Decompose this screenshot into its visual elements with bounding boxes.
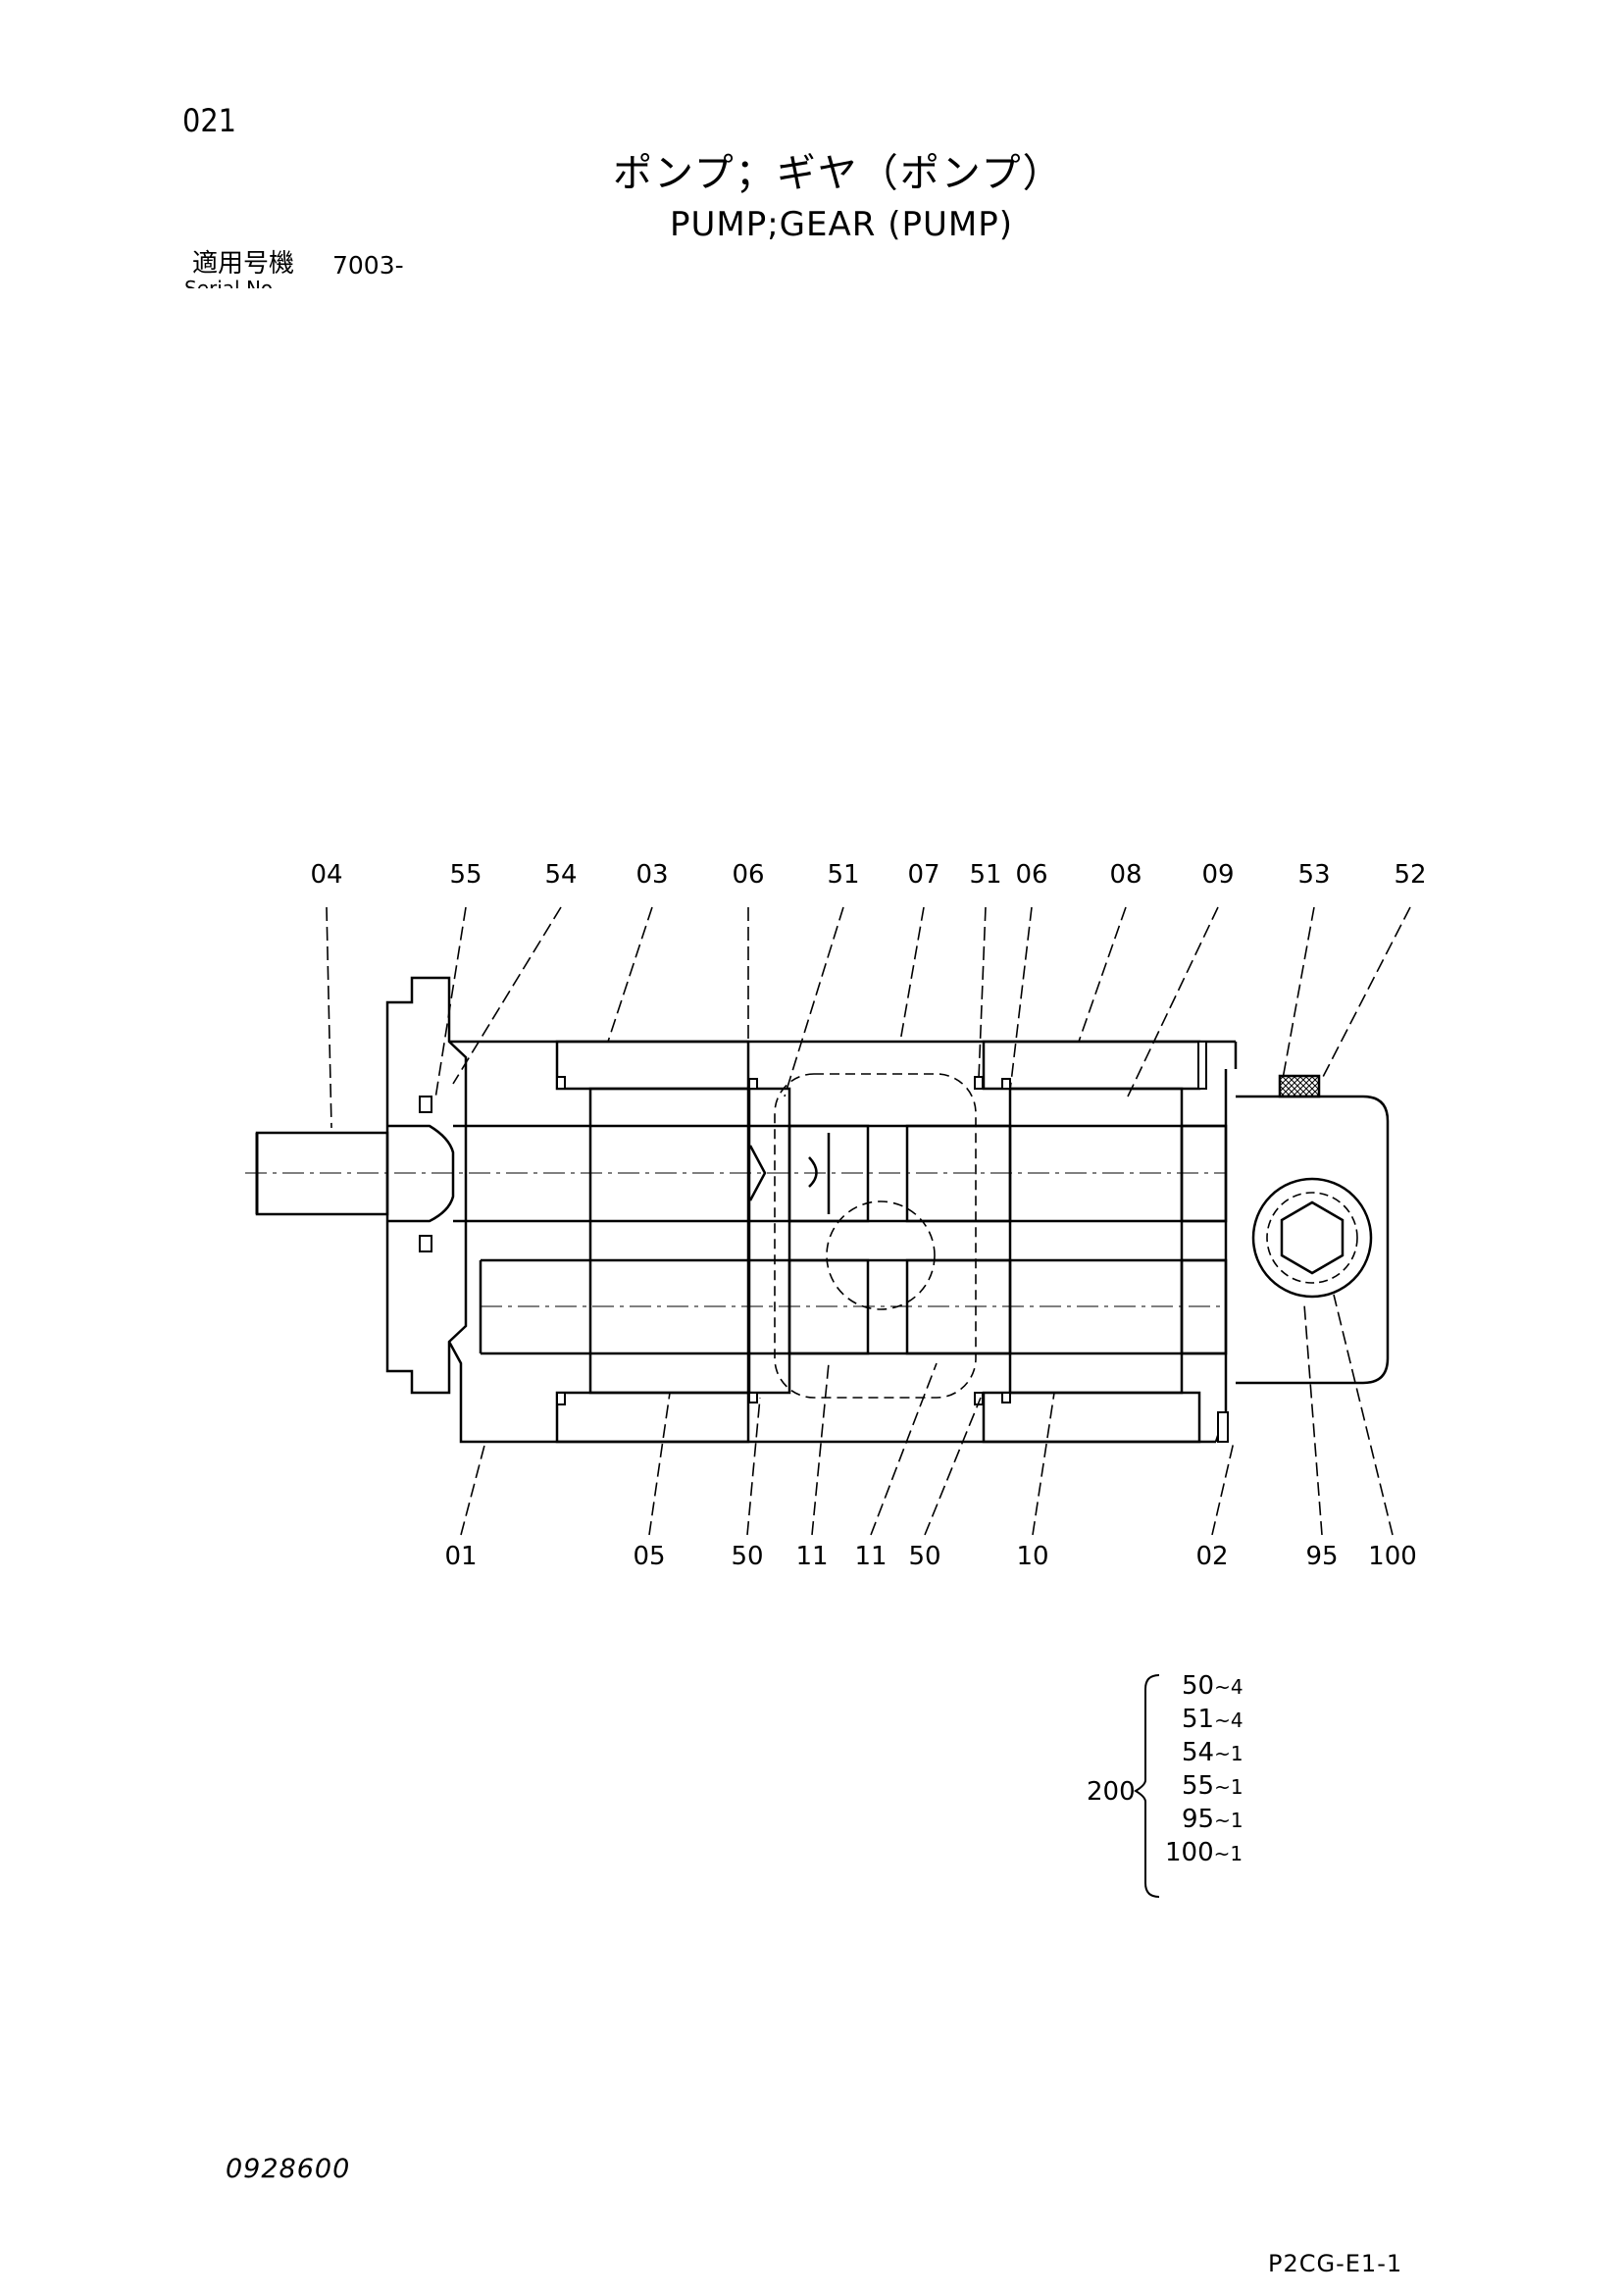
title-japanese: ポンプ；ギヤ（ポンプ） — [613, 151, 1064, 196]
kit-item: 50~4 — [1182, 1673, 1243, 1699]
pump-body — [385, 976, 1390, 1444]
callout-bottom: 50 — [908, 1542, 940, 1571]
leader-line — [460, 1441, 486, 1536]
kit-item-part: 95 — [1182, 1805, 1215, 1834]
kit-item-quantity: ~1 — [1213, 1842, 1243, 1865]
leader-line — [1127, 906, 1219, 1097]
document-number: 0928600 — [226, 2154, 351, 2184]
leader-line — [811, 1362, 830, 1536]
callout-bottom: 10 — [1016, 1542, 1048, 1571]
callout-bottom: 01 — [444, 1542, 477, 1571]
kit-item-quantity: ~4 — [1214, 1709, 1243, 1732]
page-code: P2CG-E1-1 — [1268, 2250, 1403, 2277]
leader-line — [784, 906, 844, 1097]
relief-plug — [1251, 1074, 1373, 1299]
leader-line — [1211, 1441, 1235, 1536]
serial-sub-label: Serial No. — [184, 280, 312, 288]
title-english: PUMP;GEAR (PUMP) — [670, 205, 1013, 244]
housing-sections — [555, 1040, 1228, 1444]
callout-top: 06 — [732, 860, 764, 890]
leader-line — [1333, 1294, 1394, 1536]
kit-item-quantity: ~4 — [1214, 1675, 1243, 1699]
leader-line — [607, 906, 653, 1043]
callout-bottom: 100 — [1368, 1542, 1417, 1571]
kit-item: 54~1 — [1182, 1740, 1243, 1765]
callout-bottom: 95 — [1305, 1542, 1338, 1571]
callout-bottom: 02 — [1195, 1542, 1228, 1571]
leader-line — [746, 1397, 761, 1536]
leader-line — [924, 1397, 982, 1536]
callout-bottom: 11 — [795, 1542, 828, 1571]
callouts: 04 55 54 03 06 51 07 51 06 08 09 53 52 01 05 50 11 11 50 10… — [310, 860, 1426, 1571]
callout-top: 08 — [1109, 860, 1142, 890]
callout-top: 06 — [1015, 860, 1047, 890]
kit-item: 55~1 — [1182, 1773, 1243, 1799]
kit-item-part: 55 — [1182, 1771, 1215, 1801]
leader-line — [1303, 1303, 1323, 1536]
callout-top: 54 — [544, 860, 577, 890]
callout-top: 52 — [1394, 860, 1426, 890]
kit-bracket — [1134, 1674, 1160, 1898]
kit-item: 51~4 — [1182, 1707, 1243, 1732]
page-number: 021 — [182, 102, 236, 139]
serial-label: 適用号機 — [192, 249, 295, 279]
kit-item-part: 50 — [1182, 1671, 1215, 1701]
kit-item-quantity: ~1 — [1214, 1775, 1243, 1799]
leader-line — [452, 906, 562, 1085]
kit-item-part: 51 — [1182, 1705, 1215, 1734]
leader-line — [326, 906, 332, 1129]
kit-item: 95~1 — [1182, 1807, 1243, 1832]
callout-top: 55 — [449, 860, 482, 890]
kit-item-quantity: ~1 — [1214, 1809, 1243, 1832]
leader-line — [1321, 906, 1411, 1080]
callout-top: 09 — [1201, 860, 1234, 890]
leader-line — [648, 1392, 671, 1536]
callout-top: 53 — [1297, 860, 1330, 890]
kit-number: 200 — [1087, 1777, 1136, 1807]
leader-line — [1032, 1392, 1055, 1536]
leader-line — [899, 906, 925, 1043]
callout-top: 07 — [907, 860, 939, 890]
callout-top: 04 — [310, 860, 342, 890]
callout-bottom: 50 — [731, 1542, 763, 1571]
serial-sub-label-text: Serial No. — [184, 280, 279, 288]
callout-top: 51 — [827, 860, 859, 890]
leader-line — [1282, 906, 1315, 1080]
drive-shaft — [245, 1124, 1226, 1223]
seals-and-rings — [419, 1041, 1229, 1443]
leader-line — [978, 906, 987, 1080]
kit-item-quantity: ~1 — [1214, 1742, 1243, 1765]
leader-line — [1009, 906, 1033, 1092]
hidden-lines — [774, 1073, 977, 1399]
leader-lines — [326, 906, 1411, 1536]
callout-bottom: 11 — [854, 1542, 887, 1571]
serial-value: 7003- — [332, 251, 404, 280]
leader-line — [434, 906, 467, 1099]
kit-item-part: 100 — [1165, 1838, 1214, 1867]
leader-line — [870, 1362, 938, 1536]
kit-item: 100~1 — [1165, 1840, 1243, 1865]
callout-bottom: 05 — [633, 1542, 665, 1571]
callout-top: 03 — [635, 860, 668, 890]
kit-item-part: 54 — [1182, 1738, 1215, 1767]
leader-line — [1078, 906, 1127, 1043]
driven-shaft — [479, 1258, 1226, 1355]
callout-top: 51 — [969, 860, 1001, 890]
